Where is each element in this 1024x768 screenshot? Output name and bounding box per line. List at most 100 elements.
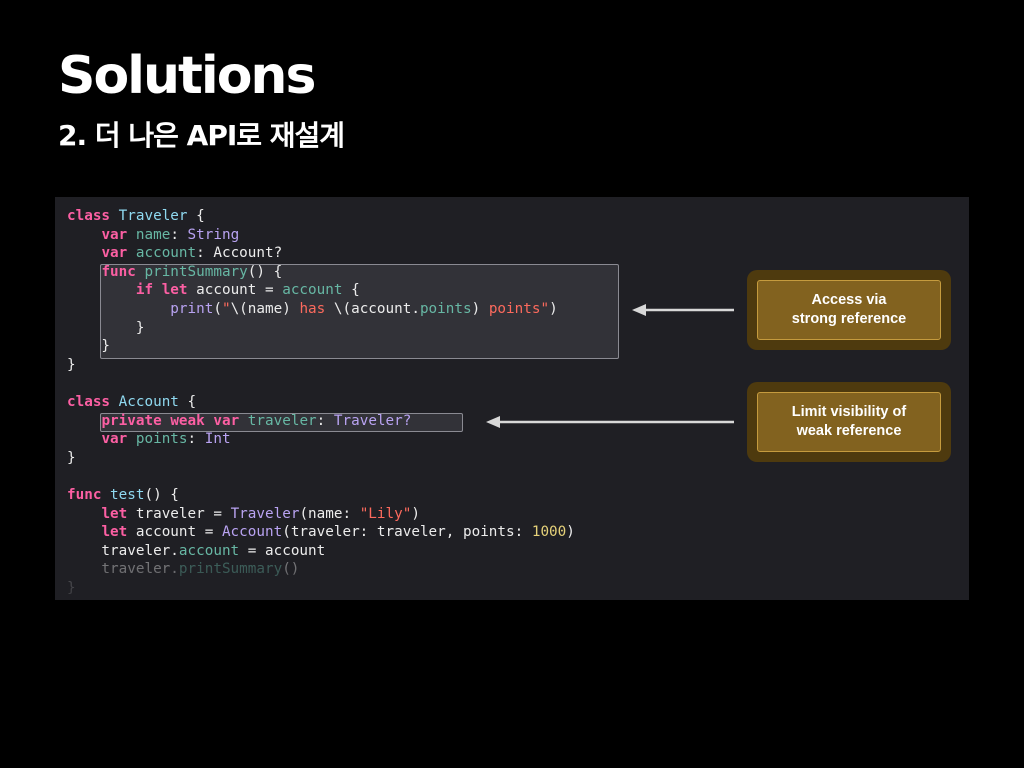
code-token: { — [187, 208, 205, 224]
code-token — [67, 301, 170, 317]
code-token — [127, 431, 136, 447]
code-token: ) — [411, 505, 420, 522]
code-line: } — [67, 337, 575, 356]
code-token — [67, 506, 101, 522]
code-token: " — [221, 300, 231, 317]
code-token — [110, 208, 119, 224]
code-token: account — [178, 542, 240, 559]
code-line: func test() { — [67, 486, 575, 505]
code-token: traveler — [247, 412, 317, 429]
code-token: } — [67, 319, 145, 336]
code-token — [67, 431, 101, 447]
slide-subtitle: 2. 더 나은 API로 재설계 — [58, 119, 345, 152]
callout-weak-line1: Limit visibility of — [791, 404, 907, 420]
callout-strong-line1: Access via — [811, 292, 887, 308]
code-token: var — [101, 245, 128, 262]
code-token: account — [282, 282, 343, 299]
code-token: : — [316, 412, 334, 429]
code-token — [239, 413, 248, 429]
callout-strong-reference: Access via strong reference — [747, 270, 951, 350]
code-token: ) — [549, 300, 558, 317]
code-token: private — [101, 412, 162, 429]
code-line: let traveler = Traveler(name: "Lily") — [67, 505, 575, 524]
callout-weak-line2: weak reference — [796, 423, 902, 439]
code-line: private weak var traveler: Traveler? — [67, 412, 575, 431]
code-token — [110, 394, 119, 410]
code-token — [67, 282, 136, 298]
code-line: print("\(name) has \(account.points) poi… — [67, 300, 575, 319]
code-line: let account = Account(traveler: traveler… — [67, 523, 575, 542]
code-line — [67, 467, 575, 486]
code-token: () { — [247, 263, 283, 280]
code-token: { — [342, 282, 360, 299]
code-token: test — [110, 486, 145, 503]
code-token — [67, 524, 101, 540]
code-token: var — [101, 226, 128, 243]
code-token: } — [67, 338, 111, 355]
code-line — [67, 374, 575, 393]
code-line: } — [67, 319, 575, 338]
code-block: class Traveler { var name: String var ac… — [67, 207, 575, 597]
code-token: traveler = — [127, 505, 231, 522]
code-token: traveler. — [67, 542, 179, 559]
code-token — [127, 245, 136, 261]
code-token: Traveler — [118, 208, 188, 224]
code-token: () { — [144, 486, 179, 503]
highlight-weak-traveler — [100, 413, 463, 432]
code-token: print — [170, 300, 214, 317]
code-token: "Lily" — [359, 505, 412, 522]
code-token — [153, 282, 162, 298]
arrow-strong — [632, 304, 734, 316]
code-line: if let account = account { — [67, 281, 575, 300]
code-token: account — [135, 245, 197, 262]
code-token: Traveler — [230, 505, 300, 522]
code-token: ) — [471, 300, 489, 317]
code-token: Int — [204, 431, 231, 448]
slide-title: Solutions — [58, 46, 316, 106]
code-token: has — [299, 300, 326, 317]
code-line: } — [67, 356, 575, 375]
arrow-weak — [486, 416, 734, 428]
code-token: let — [101, 505, 128, 522]
code-token: \(account. — [325, 300, 420, 317]
code-token: let — [101, 524, 128, 541]
code-token: 1000 — [531, 524, 567, 541]
code-token: class — [67, 208, 111, 224]
code-token: points — [135, 431, 188, 448]
code-line: traveler.account = account — [67, 542, 575, 561]
code-token: points — [419, 300, 472, 317]
code-token: var — [101, 431, 128, 448]
code-line: var points: Int — [67, 430, 575, 449]
code-line: var account: Account? — [67, 244, 575, 263]
code-token — [101, 487, 110, 503]
code-line: } — [67, 449, 575, 468]
code-token: } — [67, 449, 76, 466]
code-token: ) — [566, 524, 575, 541]
code-fade — [55, 560, 969, 600]
code-token: var — [213, 412, 240, 429]
code-token: String — [187, 226, 240, 243]
code-token: Account — [221, 524, 283, 541]
callout-weak-reference: Limit visibility of weak reference — [747, 382, 951, 462]
code-token: Traveler? — [333, 412, 412, 429]
code-token: name — [135, 226, 171, 243]
highlight-print-summary — [100, 264, 619, 359]
code-token: class — [67, 393, 111, 410]
code-token: : — [187, 431, 205, 448]
code-token: ( — [213, 300, 222, 317]
callout-strong-line2: strong reference — [791, 311, 907, 327]
code-token: func — [101, 263, 136, 280]
code-token: Account — [118, 393, 179, 410]
code-token: if — [135, 282, 154, 299]
code-token: (name: — [299, 505, 360, 522]
code-token: \(name) — [230, 300, 300, 317]
code-line: func printSummary() { — [67, 263, 575, 282]
code-token: : — [170, 226, 188, 243]
code-token: : Account? — [196, 245, 283, 262]
code-token — [127, 227, 136, 243]
code-line: class Account { — [67, 393, 575, 412]
code-line: class Traveler { — [67, 207, 575, 226]
code-token: account = — [187, 282, 283, 299]
code-token: account = — [127, 524, 222, 541]
code-token: = account — [239, 542, 326, 559]
